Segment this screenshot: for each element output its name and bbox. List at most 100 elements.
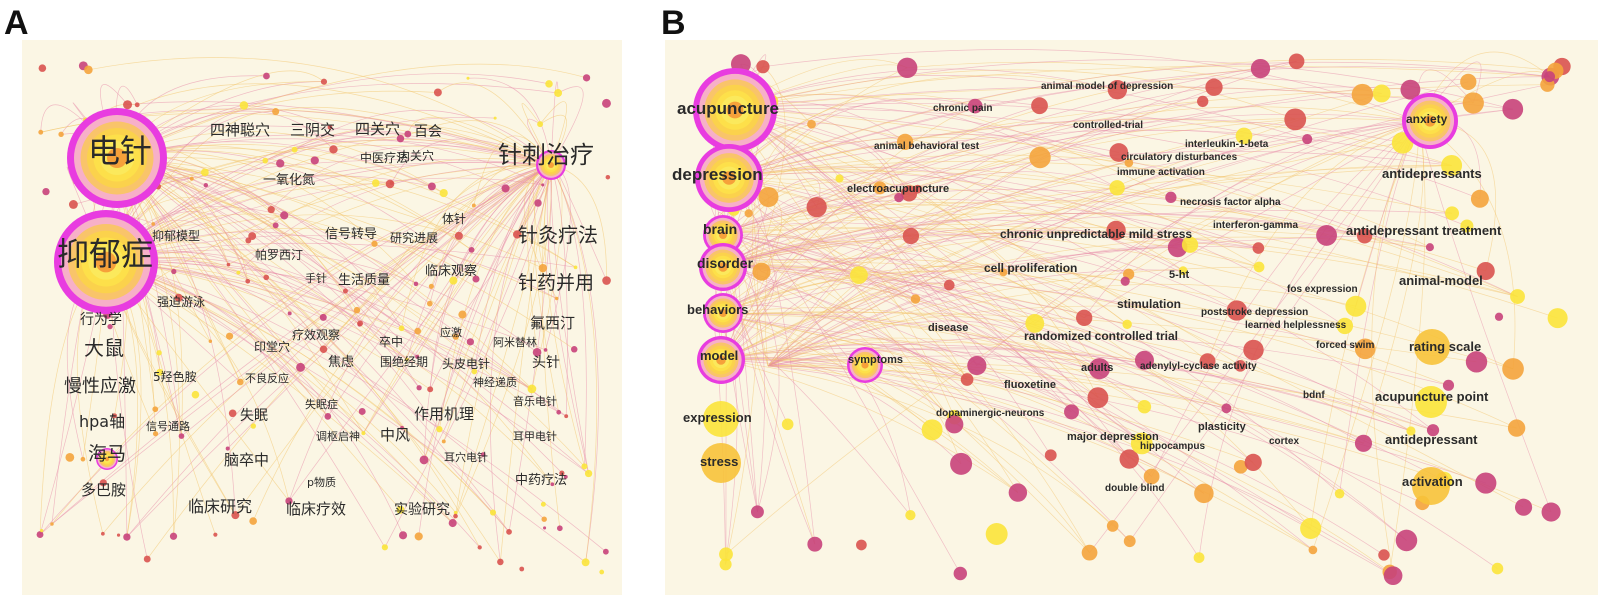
panel-a: A 电针抑郁症针刺治疗针灸疗法针药并用四神聪穴三阴交四关穴百会中医疗法内关穴一氧… [0,0,640,607]
node [1194,483,1214,504]
edge [251,158,552,237]
edge [729,177,1019,493]
node [1044,449,1057,462]
node [896,57,918,78]
edge [116,157,481,548]
node [1502,98,1524,120]
edge [729,98,1040,179]
node [320,78,328,85]
node [1510,289,1525,304]
keyword-label-b: antidepressant [1385,432,1478,447]
node [358,408,366,415]
node [428,283,434,289]
node [42,187,50,196]
node [758,186,779,208]
edge [722,200,1486,272]
node [228,409,237,418]
edge [116,147,576,268]
node [433,88,442,97]
keyword-label-b: major depression [1067,431,1159,443]
keyword-label-a: 海马 [88,443,126,465]
keyword-label-b: disease [928,322,968,334]
edge [729,140,900,198]
node [563,474,568,479]
edge [116,157,575,350]
node [1351,83,1374,106]
edge [729,172,1346,327]
node [897,133,914,150]
node [419,455,429,465]
keyword-label-a: 中风 [380,426,410,444]
edge [729,108,1128,325]
node [1122,319,1132,330]
node [534,199,542,207]
node [1031,97,1048,115]
keyword-label-b: anxiety [1406,112,1448,126]
keyword-label-a: 阿米替林 [493,335,537,349]
edge [722,264,780,512]
node [1308,545,1318,555]
keyword-network-a: 电针抑郁症针刺治疗针灸疗法针药并用四神聪穴三阴交四关穴百会中医疗法内关穴一氧化氮… [22,40,622,595]
node [1462,92,1484,114]
keyword-label-a: 研究进展 [390,230,438,245]
keyword-label-b: stress [700,454,738,469]
node [1250,58,1271,79]
node [1076,309,1093,326]
node [40,528,44,533]
label-layer: acupuncturedepressionbraindisorderbehavi… [672,81,1502,494]
edge [917,117,1420,190]
node [945,415,964,434]
keyword-label-b: circulatory disturbances [1121,152,1238,163]
keyword-label-a: 体针 [442,211,466,226]
keyword-label-a: 电针 [88,132,152,170]
node [1143,468,1160,485]
node [1253,261,1265,273]
node [471,203,476,208]
node [1181,236,1199,253]
node [1378,549,1390,561]
label-layer: 电针抑郁症针刺治疗针灸疗法针药并用四神聪穴三阴交四关穴百会中医疗法内关穴一氧化氮… [57,120,598,518]
node [152,431,159,437]
edge [363,164,552,434]
edge [473,164,552,372]
node [550,482,555,487]
edge [508,164,552,532]
node [1334,488,1345,499]
edge [116,83,559,159]
keyword-label-a: 失眠 [240,408,268,424]
keyword-label-b: adenylyl-cyclase activity [1140,361,1257,372]
node [1243,339,1264,361]
node [967,355,987,376]
edge [729,68,1118,110]
edge [729,118,1452,179]
edge [722,162,1129,361]
keyword-label-b: dopaminergic-neurons [936,408,1045,419]
edge [401,163,552,329]
node [1124,158,1134,168]
node [1123,535,1136,548]
edge [729,75,1308,140]
edge [722,356,1019,493]
edge [767,365,1314,551]
node [107,324,113,330]
node [1395,529,1418,552]
edge [51,164,552,525]
edge [722,347,1100,370]
keyword-label-a: 百会 [414,124,442,140]
node [436,426,443,433]
node [405,357,409,362]
node [38,129,44,135]
node [1288,53,1305,70]
node [856,539,867,551]
node [80,456,86,462]
node [1441,154,1463,176]
node [1193,552,1205,564]
node [570,345,578,353]
edge [539,101,567,166]
keyword-label-b: learned helplessness [1245,320,1347,331]
edge [423,164,552,461]
keyword-label-a: 抑郁症 [57,235,153,273]
node [752,262,771,281]
node [719,547,733,562]
edge [288,164,552,502]
